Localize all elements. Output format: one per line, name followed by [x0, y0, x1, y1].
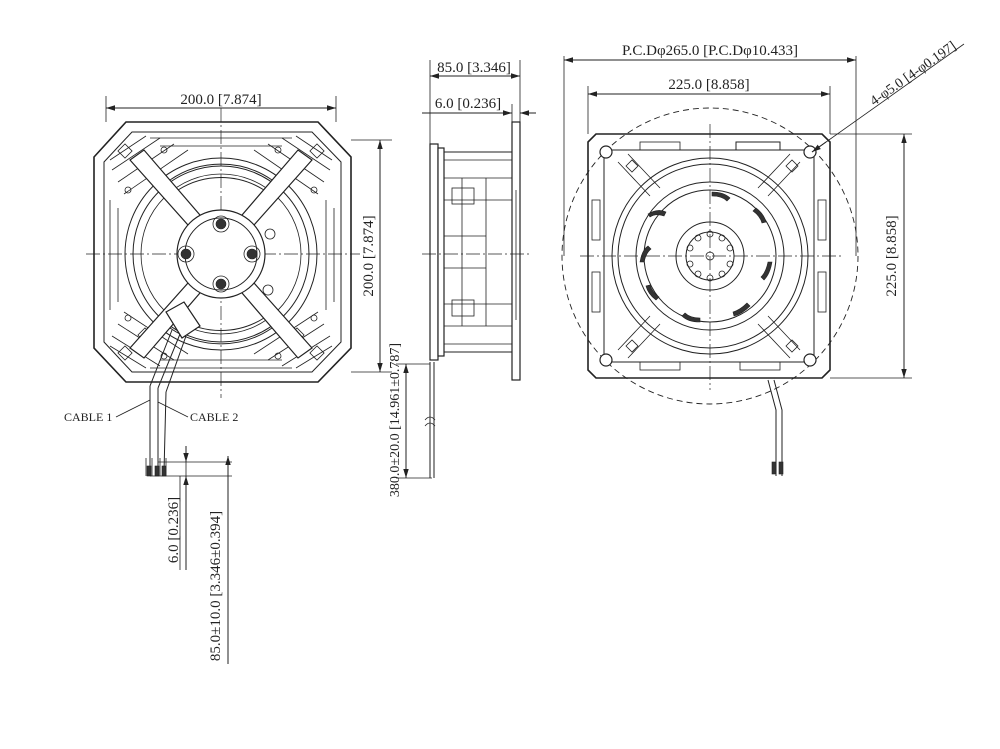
rear-width-dim: 225.0 [8.858]: [668, 77, 749, 93]
pcd-circle: [561, 107, 859, 405]
cable2-label: CABLE 2: [190, 410, 238, 424]
front-width-dim: 200.0 [7.874]: [180, 92, 261, 108]
impeller-blades: [639, 191, 773, 323]
rear-plate-outline: [587, 133, 831, 379]
side-cable-length-dim: 380.0±20.0 [14.961±0.787]: [388, 343, 403, 497]
front-view: CABLE 1 CABLE 2 200.0 [7.874] 200.0 [7.8…: [64, 92, 392, 664]
lead-length-dim: 85.0±10.0 [3.346±0.394]: [208, 511, 224, 661]
rear-pcd-dim: P.C.Dφ265.0 [P.C.Dφ10.433]: [622, 43, 798, 59]
front-housing-outline: [93, 121, 352, 383]
side-flange-dim: 6.0 [0.236]: [435, 96, 501, 112]
side-view: 85.0 [3.346] 6.0 [0.236] 380.0±20.0 [14.…: [388, 60, 536, 497]
front-height-dim: 200.0 [7.874]: [361, 215, 377, 296]
rear-height-dim: 225.0 [8.858]: [884, 215, 900, 296]
rear-hole-dim: 4-φ5.0 [4-φ0.197]: [868, 39, 960, 109]
side-depth-dim: 85.0 [3.346]: [437, 60, 511, 76]
cable1-label: CABLE 1: [64, 410, 112, 424]
rear-view: P.C.Dφ265.0 [P.C.Dφ10.433] 225.0 [8.858]…: [561, 39, 965, 476]
lead-strip-dim: 6.0 [0.236]: [166, 497, 182, 563]
